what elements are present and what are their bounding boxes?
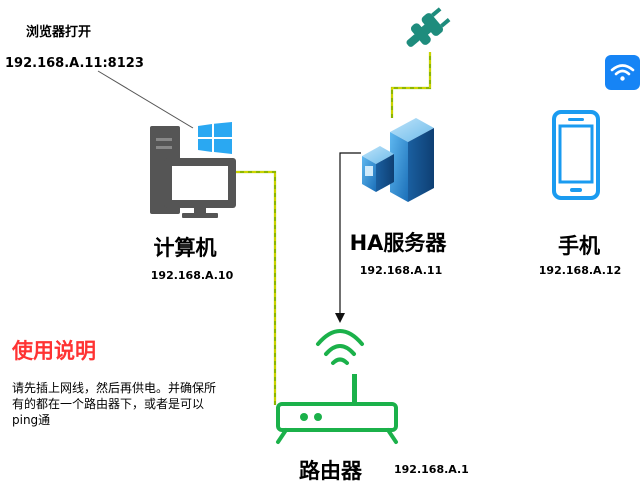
computer-ip: 192.168.A.10	[150, 269, 234, 282]
smartphone-icon	[552, 110, 600, 200]
windows-logo-icon	[198, 122, 232, 154]
wifi-router-icon	[276, 329, 398, 444]
browser-note-title: 浏览器打开	[26, 25, 92, 40]
phone-ip: 192.168.A.12	[538, 264, 622, 277]
server-router-arrow	[335, 152, 361, 323]
server-icon	[362, 118, 434, 202]
browser-note-leader-line	[97, 70, 194, 129]
router-label: 路由器	[299, 459, 362, 483]
desktop-computer-icon	[150, 126, 236, 218]
wifi-badge	[605, 55, 640, 90]
browser-note-url: 192.168.A.11:8123	[5, 56, 144, 71]
power-plug-icon	[406, 7, 451, 47]
computer-node	[148, 120, 238, 220]
computer-label: 计算机	[153, 236, 217, 260]
power-cable	[390, 52, 432, 118]
router-ip: 192.168.A.1	[394, 463, 469, 476]
instructions-heading: 使用说明	[12, 339, 96, 363]
ha-server-label: HA服务器	[349, 231, 447, 255]
phone-label: 手机	[558, 234, 600, 258]
instructions-body: 请先插上网线，然后再供电。并确保所有的都在一个路由器下，或者是可以ping通	[12, 381, 217, 427]
ha-server-node	[360, 116, 436, 204]
pc-router-cable	[236, 170, 277, 405]
ha-server-ip: 192.168.A.11	[359, 264, 443, 277]
wifi-badge-icon	[610, 64, 635, 81]
